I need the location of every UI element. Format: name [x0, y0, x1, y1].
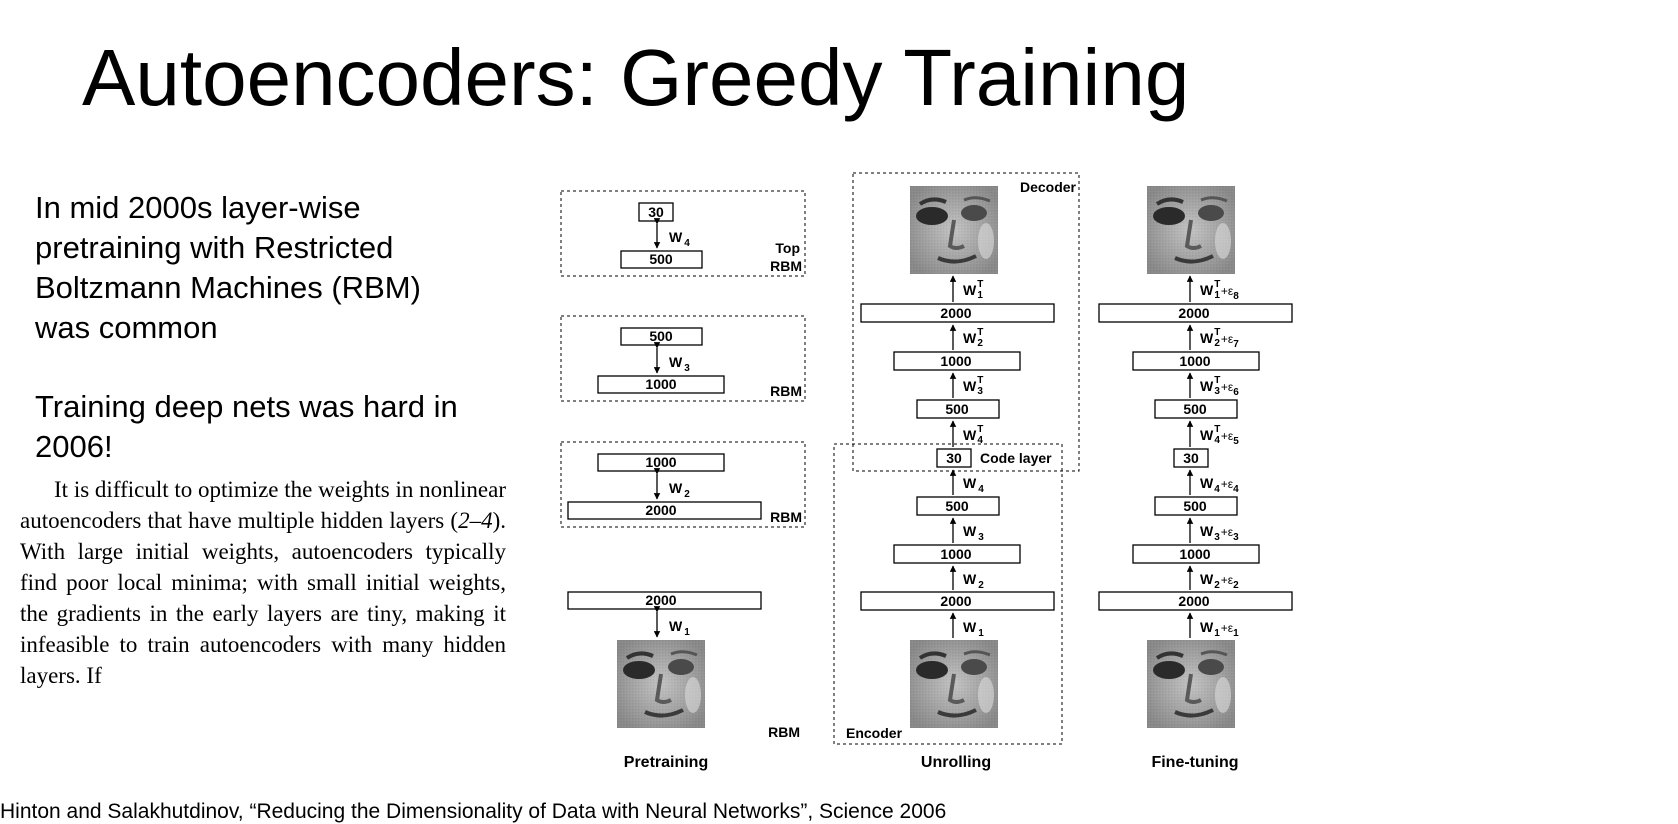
- layer-1000: [893, 544, 1021, 564]
- excerpt-part2: ). With large initial weights, autoencod…: [20, 508, 506, 688]
- decoder-frame: [852, 172, 1080, 472]
- code-layer-30-label: 30: [946, 450, 962, 466]
- rbm2-label: RBM: [770, 509, 802, 525]
- layer-500-label: 500: [945, 498, 969, 514]
- finetuning-caption: Fine-tuning: [1151, 754, 1238, 771]
- layer-2000: [1098, 303, 1293, 323]
- pretraining-caption: Pretraining: [624, 754, 708, 771]
- layer-500: [1154, 399, 1238, 419]
- layer-1000-label: 1000: [1179, 353, 1210, 369]
- face-image: [1145, 638, 1237, 730]
- rbm3-label: RBM: [770, 383, 802, 399]
- layer-500-label: 500: [649, 251, 673, 267]
- excerpt-ref: 2–4: [458, 508, 493, 533]
- face-image: [908, 638, 1000, 730]
- layer-2000: [567, 501, 762, 520]
- unrolling-column: Decoder Encoder 2000 1000 500 30 Code la…: [833, 172, 1080, 771]
- weight-w4-eps4: W4+ε4: [1200, 475, 1239, 495]
- layer-1000: [1132, 351, 1260, 371]
- layer-1000: [1132, 544, 1260, 564]
- layer-500: [916, 399, 1000, 419]
- layer-1000-label: 1000: [645, 376, 676, 392]
- slide-title: Autoencoders: Greedy Training: [82, 33, 1190, 122]
- layer-2000: [1098, 591, 1293, 611]
- bullet-rbm-pretraining: In mid 2000s layer-wise pretraining with…: [35, 190, 421, 345]
- layer-1000-label: 1000: [940, 353, 971, 369]
- excerpt-part1: It is difficult to optimize the weights …: [20, 477, 506, 533]
- top-rbm-frame: [560, 190, 806, 277]
- layer-2000-label: 2000: [645, 592, 676, 608]
- layer-2000: [860, 591, 1055, 611]
- layer-2000: [860, 303, 1055, 323]
- rbm2-frame: [560, 441, 806, 528]
- layer-1000: [893, 351, 1021, 371]
- rbm3-frame: [560, 315, 806, 402]
- face-image: [908, 184, 1000, 276]
- layer-2000-label: 2000: [645, 502, 676, 518]
- face-image: [615, 638, 707, 730]
- encoder-label: Encoder: [846, 725, 903, 741]
- encoder-frame: [833, 443, 1063, 745]
- layer-2000: [567, 591, 762, 610]
- layer-2000-label: 2000: [1178, 305, 1209, 321]
- paper-excerpt: It is difficult to optimize the weights …: [20, 474, 506, 691]
- layer-30-label: 30: [648, 204, 664, 220]
- layer-500: [620, 250, 703, 269]
- layer-1000-label: 1000: [940, 546, 971, 562]
- rbm1-label: RBM: [768, 724, 800, 740]
- layer-500-label: 500: [649, 328, 673, 344]
- code-layer-30: [936, 448, 972, 468]
- code-layer-label: Code layer: [980, 450, 1052, 466]
- weight-w2-eps2: W2+ε2: [1200, 571, 1239, 591]
- code-layer-30: [1173, 448, 1209, 468]
- top-rbm-label-line2: RBM: [770, 258, 802, 274]
- top-rbm-label-line1: Top: [775, 240, 800, 256]
- unrolling-caption: Unrolling: [921, 754, 991, 771]
- decoder-label: Decoder: [1020, 179, 1077, 195]
- layer-1000: [597, 453, 725, 472]
- citation: Hinton and Salakhutdinov, “Reducing the …: [0, 800, 947, 823]
- layer-500: [1154, 496, 1238, 516]
- code-layer-30-label: 30: [1183, 450, 1199, 466]
- face-image: [1145, 184, 1237, 276]
- layer-500-label: 500: [1183, 401, 1207, 417]
- layer-1000: [597, 375, 725, 394]
- layer-500-label: 500: [1183, 498, 1207, 514]
- layer-2000-label: 2000: [940, 305, 971, 321]
- layer-500: [916, 496, 1000, 516]
- layer-2000-label: 2000: [1178, 593, 1209, 609]
- weight-w1-eps1: W1+ε1: [1200, 619, 1239, 639]
- layer-1000-label: 1000: [645, 454, 676, 470]
- weight-w3-eps3: W3+ε3: [1200, 523, 1239, 543]
- bullet-deep-nets-hard: Training deep nets was hard in 2006!: [35, 389, 458, 464]
- layer-500: [620, 327, 703, 346]
- layer-1000-label: 1000: [1179, 546, 1210, 562]
- layer-2000-label: 2000: [940, 593, 971, 609]
- layer-500-label: 500: [945, 401, 969, 417]
